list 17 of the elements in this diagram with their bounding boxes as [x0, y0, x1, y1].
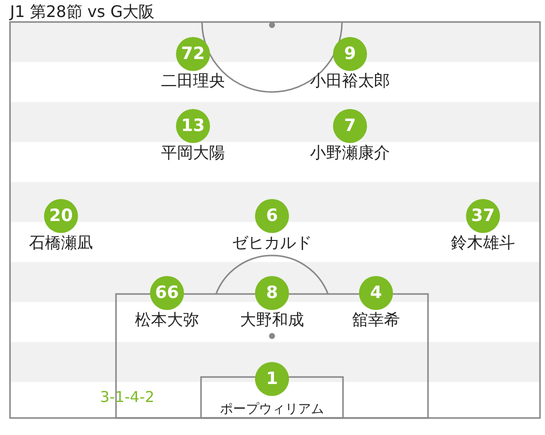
- number-badge: 37: [466, 199, 500, 233]
- player-name: 大野和成: [239, 310, 305, 331]
- player-name: ゼヒカルド: [231, 233, 313, 254]
- title: J1 第28節 vs G大阪: [10, 2, 155, 23]
- player-name: 鈴木雄斗: [450, 233, 516, 254]
- number-badge: 1: [255, 362, 289, 396]
- player-name: 松本大弥: [134, 310, 200, 331]
- number-badge: 6: [255, 199, 289, 233]
- player-name: 舘幸希: [351, 310, 401, 331]
- formation-text: 3-1-4-2: [100, 388, 154, 406]
- player-name: ポープウィリアム: [219, 401, 325, 418]
- number-badge: 20: [44, 199, 78, 233]
- player-name: 石橋瀬凪: [28, 233, 94, 254]
- player-name: 小田裕太郎: [309, 71, 391, 92]
- player-name: 平岡大陽: [160, 143, 226, 164]
- player-name: 小野瀬康介: [309, 143, 391, 164]
- player-name: 二田理央: [160, 71, 226, 92]
